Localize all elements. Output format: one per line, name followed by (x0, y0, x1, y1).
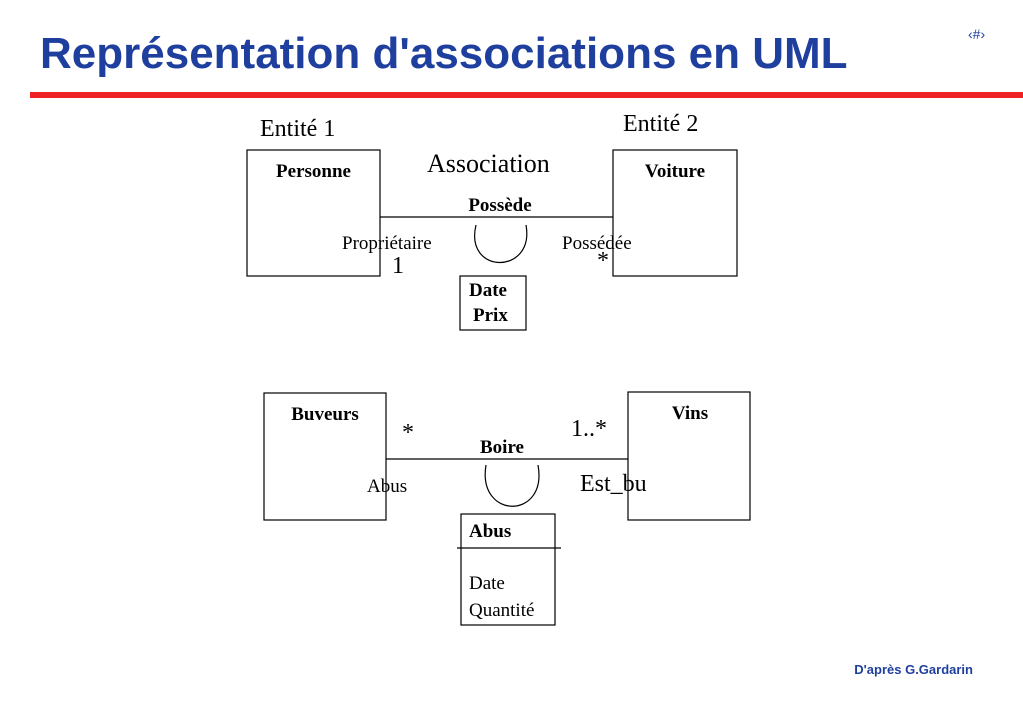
class-name-vins: Vins (672, 403, 708, 424)
class-box-personne (246, 149, 381, 277)
class-name-voiture: Voiture (645, 161, 705, 182)
association-class-name-abus: Abus (469, 521, 511, 542)
association-class-box-date-prix (459, 275, 527, 331)
class-box-buveurs (263, 392, 387, 521)
association-name-boire: Boire (480, 437, 524, 458)
attribute-date: Date (469, 573, 505, 594)
attribute-date: Date (469, 280, 507, 301)
association-label: Association (427, 149, 550, 178)
association-name-possede: Possède (468, 195, 531, 216)
diagram-buveurs-vins: Buveurs Vins Boire * 1..* Abus Est_bu Ab… (263, 391, 751, 626)
class-name-personne: Personne (276, 161, 351, 182)
slide-number: ‹#› (968, 26, 986, 42)
entity1-label: Entité 1 (260, 116, 335, 142)
entity2-label: Entité 2 (623, 111, 698, 137)
multiplicity-1-to-many: 1..* (571, 416, 607, 442)
slide-title: Représentation d'associations en UML (40, 29, 848, 78)
multiplicity-star: * (597, 248, 609, 274)
class-box-vins (627, 391, 751, 521)
source-credit: D'après G.Gardarin (854, 662, 973, 677)
class-name-buveurs: Buveurs (291, 404, 359, 425)
role-possedee: Possédée (562, 233, 632, 254)
multiplicity-star-buveurs: * (402, 420, 414, 446)
role-est-bu: Est_bu (580, 471, 647, 497)
role-proprietaire: Propriétaire (342, 233, 432, 254)
attribute-quantite: Quantité (469, 600, 534, 621)
association-class-box-abus (460, 513, 556, 626)
attribute-prix: Prix (473, 305, 508, 326)
association-class-link (484, 464, 540, 507)
class-box-voiture (612, 149, 738, 277)
role-abus: Abus (367, 476, 407, 497)
multiplicity-1: 1 (392, 253, 404, 279)
title-underline-rule (30, 92, 1023, 98)
diagram-personne-voiture: Entité 1 Entité 2 Association Personne V… (246, 111, 738, 331)
association-class-link (474, 224, 528, 264)
